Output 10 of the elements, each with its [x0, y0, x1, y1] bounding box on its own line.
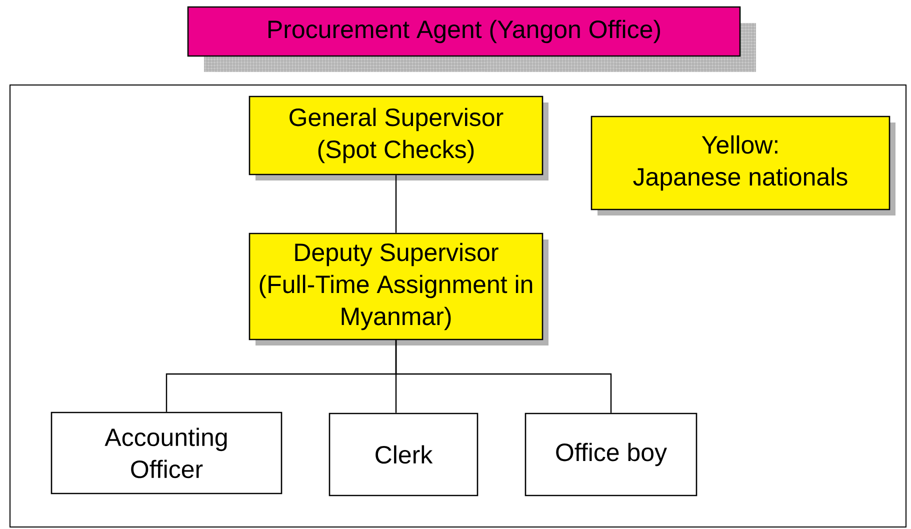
title-box: Procurement Agent (Yangon Office): [187, 6, 741, 57]
connector-line: [395, 340, 612, 413]
connector-line: [395, 175, 397, 233]
role-box: Clerk: [328, 412, 478, 496]
frame-box: [10, 84, 906, 528]
legend-box: Yellow: Japanese nationals: [590, 116, 896, 216]
role-box: Deputy Supervisor (Full-Time Assignment in Myanmar): [248, 232, 548, 346]
role-box: General Supervisor (Spot Checks): [248, 96, 548, 180]
role-box: Accounting Officer: [50, 412, 282, 494]
role-box: Office boy: [524, 412, 698, 496]
